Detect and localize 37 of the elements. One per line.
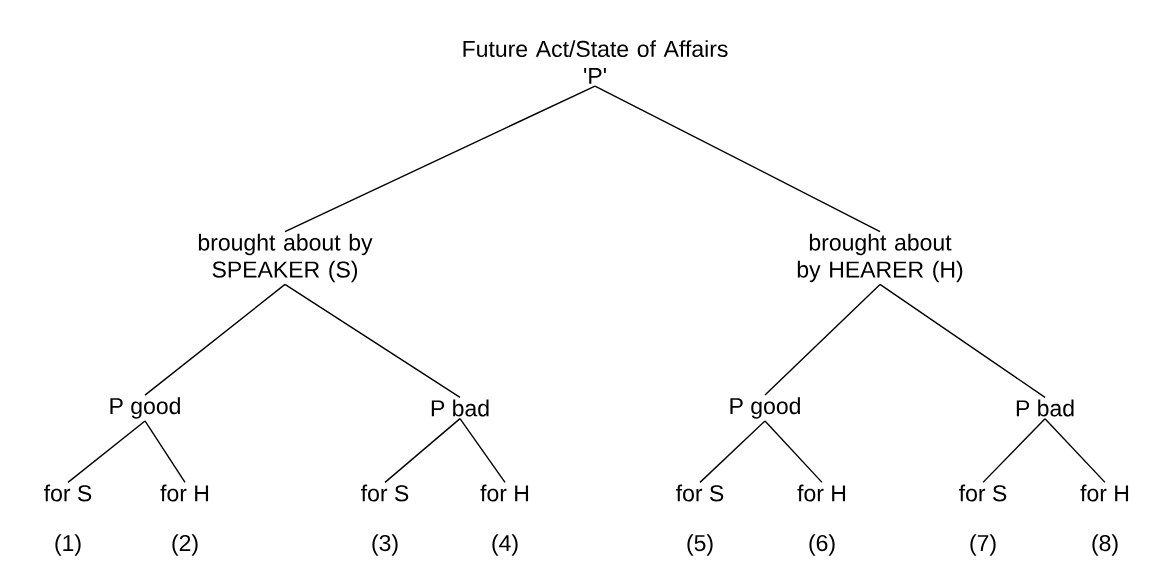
tree-line	[764, 420, 823, 484]
tree-line	[594, 85, 881, 233]
root-label: Future Act/State of Affairs 'P'	[463, 40, 728, 84]
leaf-label: for S	[676, 484, 724, 502]
tree-line	[1044, 417, 1106, 484]
callout-number: (3)	[372, 534, 398, 556]
leaf-label: for H	[480, 484, 529, 502]
tree-line	[459, 417, 506, 484]
leaf-label: for S	[361, 484, 409, 502]
callout-number: (4)	[492, 534, 518, 556]
tree-line	[284, 283, 461, 399]
tree-line	[284, 85, 596, 233]
tree-line	[699, 420, 766, 484]
leaf-label: for S	[44, 484, 92, 502]
branch-label: brought about by SPEAKER (S)	[198, 233, 373, 283]
callout-number: (7)	[970, 534, 996, 556]
sub-branch-label: P bad	[431, 399, 489, 417]
tree-line	[764, 283, 881, 396]
callout-number: (8)	[1092, 534, 1118, 556]
leaf-label: for H	[1080, 484, 1129, 502]
callout-number: (2)	[172, 534, 198, 556]
sub-branch-label: P bad	[1016, 399, 1074, 417]
sub-branch-label: P good	[110, 397, 180, 419]
leaf-label: for H	[797, 484, 846, 502]
tree-line	[879, 283, 1046, 399]
tree-line	[384, 417, 461, 484]
tree-line	[982, 417, 1046, 484]
tree-line	[144, 420, 186, 484]
callout-number: (5)	[687, 534, 713, 556]
tree-line	[144, 283, 286, 396]
callout-number: (6)	[809, 534, 835, 556]
branch-label: brought about by HEARER (H)	[797, 233, 963, 283]
tree-line	[67, 420, 146, 484]
sub-branch-label: P good	[730, 397, 800, 419]
leaf-label: for S	[959, 484, 1007, 502]
callout-number: (1)	[55, 534, 81, 556]
leaf-label: for H	[160, 484, 209, 502]
